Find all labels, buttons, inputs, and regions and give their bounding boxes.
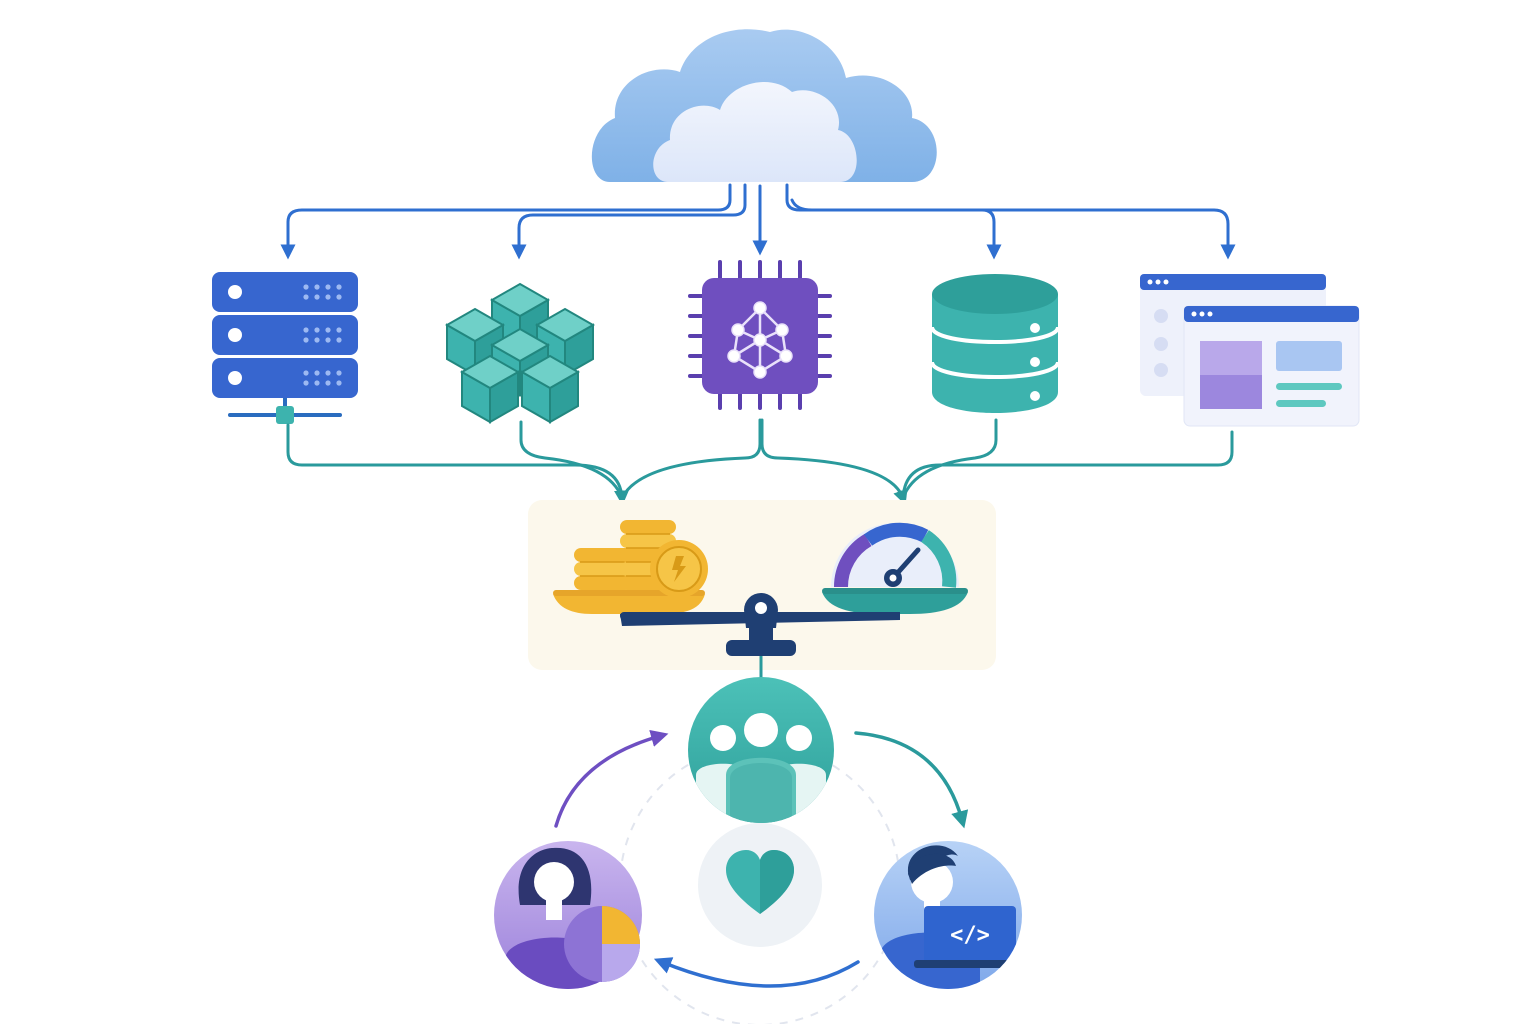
heart-icon [698, 823, 822, 947]
analyst-person-icon [494, 841, 642, 989]
cube-top [489, 282, 551, 318]
speedometer-icon [822, 522, 968, 614]
developer-person-icon: </> [874, 841, 1022, 989]
team-icon [688, 677, 834, 823]
cycle-arrow-developer-to-analyst [653, 957, 860, 988]
ai-chip-icon [688, 260, 832, 410]
distribution-arrows [280, 183, 1236, 260]
arrow-to-web-apps [790, 198, 1236, 260]
arrow-database-to-performance [901, 418, 998, 500]
arrow-to-database [785, 183, 1002, 260]
database-icon [930, 274, 1060, 413]
collaboration-cycle: </> [494, 677, 1022, 1024]
cube-top [444, 307, 506, 343]
arrow-containers-to-cost [519, 420, 624, 500]
cycle-arrow-team-to-developer [854, 731, 969, 829]
arrow-to-containers [511, 183, 747, 260]
cloud-icon [591, 29, 937, 182]
arrow-webapps-to-performance [901, 430, 1234, 500]
arrow-chip-to-performance [760, 418, 908, 506]
arrow-to-servers [280, 183, 732, 260]
cube-top [534, 307, 596, 343]
balance-scale-icon [620, 593, 900, 686]
arrow-servers-to-cost [286, 423, 630, 506]
code-glyph: </> [950, 923, 990, 948]
browser-windows-icon [1140, 274, 1360, 427]
server-rack-icon [212, 272, 358, 424]
cubes-icon [444, 282, 596, 424]
coins-icon [553, 520, 708, 614]
cube-top [519, 354, 581, 390]
cycle-arrow-analyst-to-team [554, 729, 669, 828]
cube-top [459, 354, 521, 390]
converging-arrows [286, 418, 1234, 506]
cube-top [489, 327, 551, 363]
arrow-chip-to-cost [620, 418, 762, 500]
